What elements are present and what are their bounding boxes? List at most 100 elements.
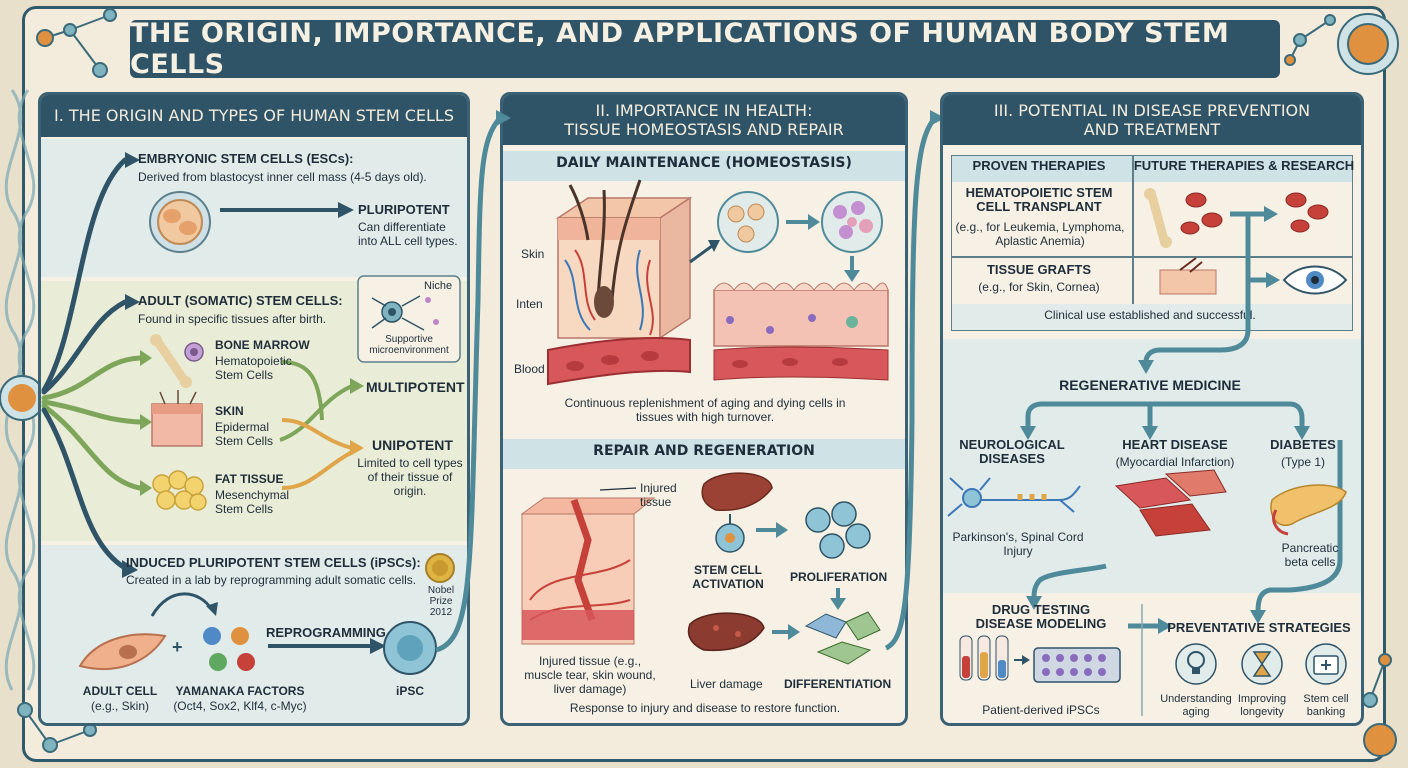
- stem-cell-activation-label: STEM CELL ACTIVATION: [692, 563, 764, 591]
- neuron-icon: [947, 477, 1081, 517]
- section-importance-heading-line1: II. IMPORTANCE IN HEALTH:: [595, 101, 813, 120]
- stem-cell-dividing-image: [717, 191, 779, 253]
- drug-testing-desc: Patient-derived iPSCs: [982, 703, 1100, 717]
- repair-title: REPAIR AND REGENERATION: [593, 443, 815, 459]
- section-importance-heading: II. IMPORTANCE IN HEALTH: TISSUE HOMEOST…: [503, 95, 905, 145]
- molecule-top-right-decoration: [1284, 13, 1399, 75]
- niche-label: Niche: [424, 280, 453, 292]
- proliferation-label: PROLIFERATION: [790, 570, 888, 584]
- prevent-item-longevity: Improving longevity: [1237, 693, 1287, 718]
- esc-title: EMBRYONIC STEM CELLS (ESCs):: [138, 151, 354, 166]
- bone-marrow-desc: Hematopoietic Stem Cells: [215, 354, 292, 382]
- yamanaka-factors-icon: [203, 627, 255, 671]
- maintenance-caption: Continuous replenishment of aging and dy…: [564, 396, 846, 424]
- section-potential-heading-line1: III. POTENTIAL IN DISEASE PREVENTION: [993, 101, 1311, 120]
- arrow-to-ipsc: [41, 407, 128, 571]
- liver-damage-label: Liver damage: [690, 677, 763, 691]
- adult-cell-sub: (e.g., Skin): [90, 699, 150, 713]
- skin-block-icon: [151, 390, 203, 447]
- clinical-note: Clinical use established and successful.: [1044, 308, 1256, 322]
- bone-transplant-icon: [1144, 188, 1172, 248]
- nobel-label: Nobel Prize 2012: [427, 585, 455, 618]
- proven-header: PROVEN THERAPIES: [972, 158, 1106, 173]
- heart-desc: (Myocardial Infarction): [1115, 455, 1235, 469]
- arrow-to-skin: [41, 399, 143, 425]
- arrow-to-esc: [41, 157, 128, 393]
- ipsc-label: iPSC: [395, 684, 424, 698]
- pluripotent-label: PLURIPOTENT: [358, 202, 450, 217]
- intestine-side-label: Inten: [516, 297, 543, 311]
- section-importance-heading-line2: TISSUE HOMEOSTASIS AND REPAIR: [564, 120, 844, 139]
- hourglass-icon: [1241, 643, 1283, 685]
- injured-tissue-label: Injured tissue: [640, 481, 677, 509]
- well-plate-icon: [1033, 647, 1121, 683]
- section-origin-panel: I. THE ORIGIN AND TYPES OF HUMAN STEM CE…: [38, 92, 470, 726]
- regen-title: REGENERATIVE MEDICINE: [1059, 377, 1241, 393]
- yamanaka-sub: (Oct4, Sox2, Klf4, c-Myc): [173, 699, 307, 713]
- red-blood-cells-icon: [1180, 192, 1329, 235]
- future-header: FUTURE THERAPIES & RESEARCH: [1133, 158, 1355, 173]
- bone-icon: [150, 334, 204, 388]
- skin-cross-section-image: [555, 179, 693, 340]
- injured-tissue-caption: Injured tissue (e.g., muscle tear, skin …: [524, 654, 656, 696]
- arrow-to-fat: [41, 403, 143, 491]
- adult-cell-label: ADULT CELL: [82, 684, 158, 698]
- molecule-top-left-decoration: [36, 8, 117, 78]
- regen-block: [943, 339, 1361, 593]
- stem-cell-cluster-image: [821, 191, 883, 253]
- plus-sign: +: [172, 637, 183, 657]
- adult-cell-icon: [78, 633, 167, 670]
- eye-cornea-icon: [1282, 265, 1348, 295]
- medical-kit-icon: [1305, 643, 1347, 685]
- arrow-to-bone: [41, 355, 143, 401]
- liver-healthy-icon: [701, 472, 773, 553]
- neuro-desc: Parkinson's, Spinal Cord Injury: [952, 530, 1084, 558]
- fat-tissue-icon: [152, 470, 207, 511]
- fat-title: FAT TISSUE: [215, 472, 284, 486]
- ipsc-title: INDUCED PLURIPOTENT STEM CELLS (iPSCs):: [126, 555, 421, 570]
- esc-desc: Derived from blastocyst inner cell mass …: [138, 170, 427, 184]
- blood-side-label: Blood: [514, 362, 545, 376]
- fat-desc: Mesenchymal Stem Cells: [215, 488, 290, 516]
- drug-testing-title: DRUG TESTING DISEASE MODELING: [975, 602, 1107, 631]
- skin-side-label: Skin: [521, 247, 545, 261]
- test-tubes-icon: [959, 635, 1009, 681]
- proliferation-cells-icon: [805, 501, 871, 559]
- diabetes-title: DIABETES: [1270, 437, 1336, 452]
- pancreas-icon: [1270, 484, 1347, 536]
- blastocyst-image: [149, 191, 211, 253]
- lightbulb-icon: [1175, 643, 1217, 685]
- diabetes-cells: Pancreatic beta cells: [1281, 541, 1339, 569]
- repair-caption: Response to injury and disease to restor…: [569, 701, 841, 715]
- skin-title: SKIN: [215, 404, 244, 418]
- section-potential-heading-line2: AND TREATMENT: [1083, 120, 1221, 139]
- diabetes-desc: (Type 1): [1280, 455, 1325, 469]
- intestine-villi-image: [713, 282, 889, 381]
- differentiation-label: DIFFERENTIATION: [784, 677, 892, 691]
- therapy2-title: TISSUE GRAFTS: [986, 262, 1091, 277]
- heart-muscle-icon: [1114, 469, 1227, 537]
- prevent-title: PREVENTATIVE STRATEGIES: [1167, 620, 1351, 635]
- ipsc-cell-icon: [383, 621, 437, 675]
- bone-marrow-title: BONE MARROW: [215, 338, 310, 352]
- skin-graft-icon: [1159, 257, 1217, 295]
- multipotent-label: MULTIPOTENT: [366, 379, 465, 395]
- liver-damaged-icon: [687, 612, 765, 652]
- unipotent-desc: Limited to cell types of their tissue of…: [357, 456, 463, 498]
- differentiated-cells-icon: [804, 611, 881, 665]
- skin-desc: Epidermal Stem Cells: [215, 420, 274, 448]
- niche-desc: Supportive microenvironment: [369, 334, 449, 356]
- main-title: THE ORIGIN, IMPORTANCE, AND APPLICATIONS…: [130, 18, 1230, 80]
- prevent-item-aging: Understanding aging: [1160, 693, 1232, 718]
- section-origin-heading: I. THE ORIGIN AND TYPES OF HUMAN STEM CE…: [41, 95, 467, 137]
- repair-header: [503, 439, 905, 469]
- neuro-title: NEUROLOGICAL DISEASES: [959, 437, 1065, 466]
- title-banner: THE ORIGIN, IMPORTANCE, AND APPLICATIONS…: [130, 18, 1280, 80]
- therapy1-desc: (e.g., for Leukemia, Lymphoma, Aplastic …: [955, 220, 1125, 248]
- maintenance-header: [503, 151, 905, 181]
- section-origin-heading-text: I. THE ORIGIN AND TYPES OF HUMAN STEM CE…: [54, 106, 454, 125]
- yamanaka-label: YAMANAKA FACTORS: [175, 684, 305, 698]
